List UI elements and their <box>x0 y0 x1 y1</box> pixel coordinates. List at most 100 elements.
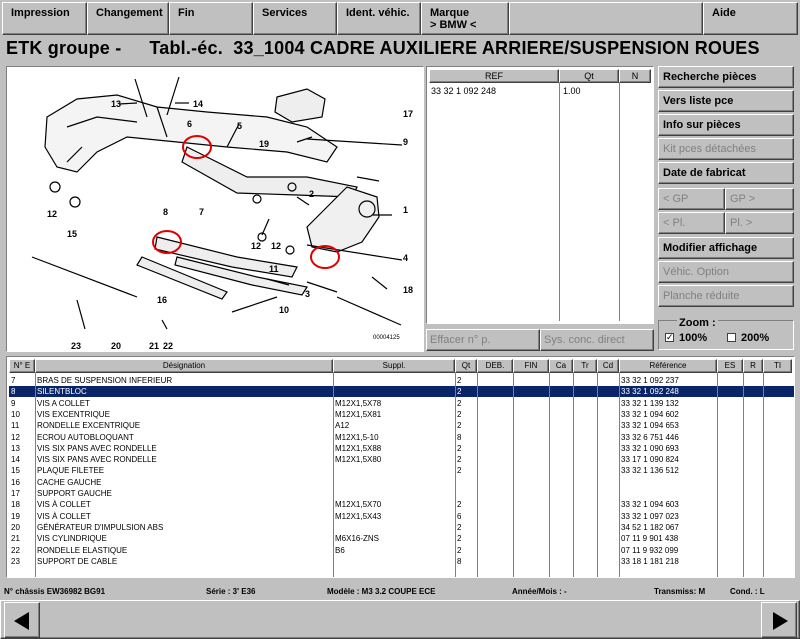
cell-qt: 2 <box>457 421 462 431</box>
callout-13[interactable]: 13 <box>111 99 121 109</box>
vers-liste-button[interactable]: Vers liste pce <box>658 90 794 112</box>
menu-ident-vehic[interactable]: Ident. véhic. <box>337 2 421 35</box>
callout-21[interactable]: 21 <box>149 341 159 351</box>
cell-ref: 07 11 9 901 438 <box>621 534 679 544</box>
callout-5[interactable]: 5 <box>237 121 242 131</box>
parts-diagram[interactable]: 1 2 3 4 5 6 7 8 9 10 11 12 12 12 13 14 1… <box>6 66 424 352</box>
callout-15[interactable]: 15 <box>67 229 77 239</box>
menu-fin[interactable]: Fin <box>169 2 253 35</box>
cell-n: 13 <box>11 443 20 453</box>
ref-header-n[interactable]: N <box>619 69 651 83</box>
callout-8[interactable]: 8 <box>163 207 168 217</box>
sys-conc-direct-button[interactable]: Sys. conc. direct <box>540 329 654 351</box>
callout-12c[interactable]: 12 <box>271 241 281 251</box>
ref-cell-ref[interactable]: 33 32 1 092 248 <box>431 86 497 96</box>
callout-19[interactable]: 19 <box>259 139 269 149</box>
zoom-100-checkbox[interactable]: ✓ <box>665 332 674 342</box>
callout-7[interactable]: 7 <box>199 207 204 217</box>
vehic-option-button[interactable]: Véhic. Option <box>658 261 794 283</box>
cell-n: 10 <box>11 409 20 419</box>
next-button[interactable] <box>761 602 797 638</box>
parts-header-es[interactable]: ES <box>717 359 743 373</box>
callout-1[interactable]: 1 <box>403 205 408 215</box>
parts-header-ca[interactable]: Ca <box>549 359 573 373</box>
callout-12a[interactable]: 12 <box>47 209 57 219</box>
cell-suppl: M12X1,5X81 <box>335 409 382 419</box>
callout-20[interactable]: 20 <box>111 341 121 351</box>
parts-header-qt[interactable]: Qt <box>455 359 477 373</box>
parts-header-ti[interactable]: TI <box>763 359 792 373</box>
menu-aide[interactable]: Aide <box>703 2 798 35</box>
callout-12b[interactable]: 12 <box>251 241 261 251</box>
menu-services[interactable]: Services <box>253 2 337 35</box>
gp-next-button[interactable]: GP > <box>725 188 794 210</box>
kit-pieces-button[interactable]: Kit pces détachées <box>658 138 794 160</box>
callout-11[interactable]: 11 <box>269 264 279 274</box>
ref-header-ref[interactable]: REF <box>429 69 559 83</box>
parts-header-suppl[interactable]: Suppl. <box>333 359 455 373</box>
parts-header-r[interactable]: R <box>743 359 763 373</box>
callout-9[interactable]: 9 <box>403 137 408 147</box>
callout-4[interactable]: 4 <box>403 253 408 263</box>
callout-6[interactable]: 6 <box>187 119 192 129</box>
pl-next-button[interactable]: Pl. > <box>725 212 794 234</box>
parts-header-cd[interactable]: Cd <box>597 359 619 373</box>
cell-qt: 8 <box>457 432 462 442</box>
title-group: ETK groupe - <box>6 38 122 58</box>
date-fabricat-button[interactable]: Date de fabricat <box>658 162 794 184</box>
menu-impression[interactable]: Impression <box>2 2 87 35</box>
pl-prev-button[interactable]: < Pl. <box>658 212 725 234</box>
effacer-button[interactable]: Effacer n° p. <box>426 329 540 351</box>
cell-n: 18 <box>11 500 20 510</box>
parts-header-ne[interactable]: N° E <box>9 359 35 373</box>
zoom-200-checkbox[interactable] <box>727 333 736 342</box>
callout-2[interactable]: 2 <box>309 189 314 199</box>
planche-reduite-button[interactable]: Planche réduite <box>658 285 794 307</box>
menu-impression-label: Impression <box>11 7 70 19</box>
info-pieces-button[interactable]: Info sur pièces <box>658 114 794 136</box>
callout-16[interactable]: 16 <box>157 295 167 305</box>
cell-qt: 2 <box>457 376 462 385</box>
callout-3[interactable]: 3 <box>305 289 310 299</box>
menu-changement[interactable]: Changement <box>87 2 169 35</box>
parts-header-designation[interactable]: Désignation <box>35 359 333 373</box>
cell-suppl: A12 <box>335 421 350 431</box>
ref-header-qt[interactable]: Qt <box>559 69 619 83</box>
callout-23[interactable]: 23 <box>71 341 81 351</box>
callout-17[interactable]: 17 <box>403 109 413 119</box>
recherche-pieces-button[interactable]: Recherche pièces <box>658 66 794 88</box>
callout-14[interactable]: 14 <box>193 99 203 109</box>
parts-header-reference[interactable]: Référence <box>619 359 717 373</box>
prev-button[interactable] <box>4 602 40 638</box>
ref-cell-qt[interactable]: 1.00 <box>563 86 581 96</box>
parts-header-fin[interactable]: FIN <box>513 359 549 373</box>
callout-22[interactable]: 22 <box>163 341 173 351</box>
callout-10[interactable]: 10 <box>279 305 289 315</box>
cell-qt: 2 <box>457 443 462 453</box>
gp-prev-button[interactable]: < GP <box>658 188 725 210</box>
modifier-affichage-button[interactable]: Modifier affichage <box>658 237 794 259</box>
parts-header-tr[interactable]: Tr <box>573 359 597 373</box>
callout-18[interactable]: 18 <box>403 285 413 295</box>
navigation-bar <box>0 600 800 639</box>
menu-marque[interactable]: Marque > BMW < <box>421 2 509 35</box>
parts-header-deb[interactable]: DEB. <box>477 359 513 373</box>
planche-label: Planche réduite <box>663 290 740 302</box>
